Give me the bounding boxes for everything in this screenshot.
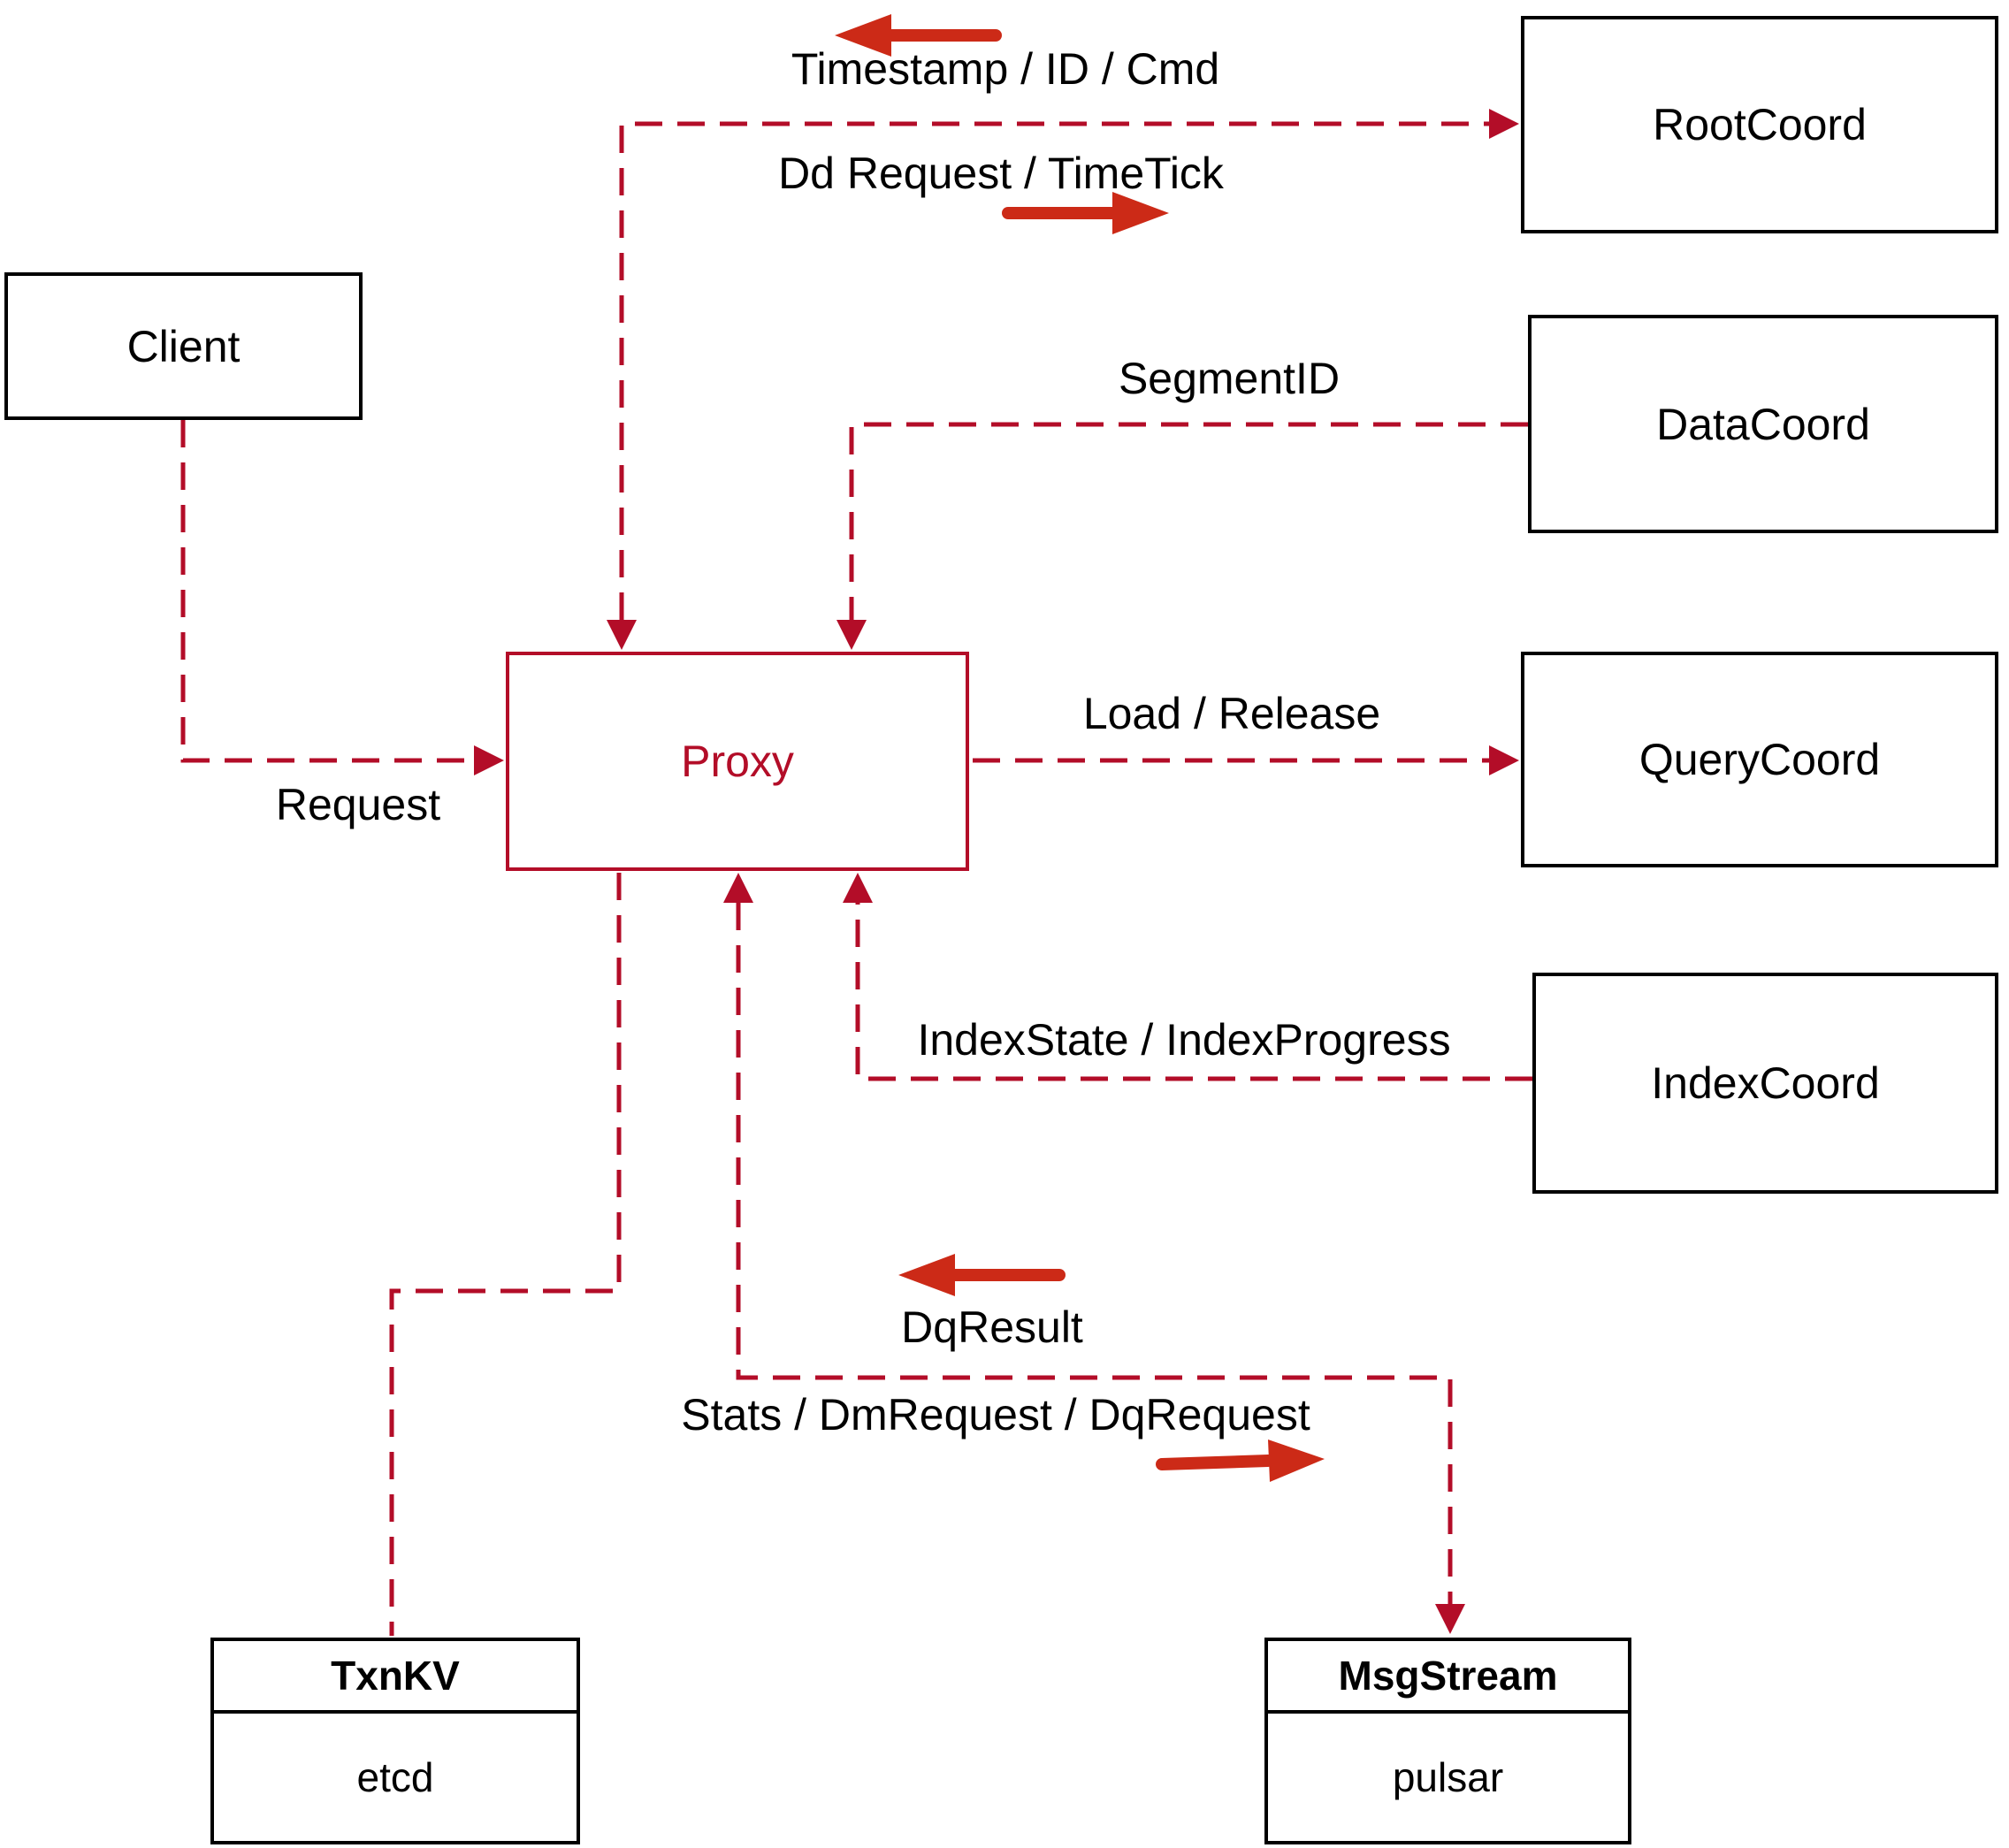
node-msgstream: MsgStream pulsar (1264, 1638, 1631, 1844)
arrow-right-stats-icon (1156, 1439, 1325, 1482)
edge-label-timestamp-id-cmd: Timestamp / ID / Cmd (791, 44, 1220, 94)
node-datacoord-label: DataCoord (1656, 399, 1870, 449)
edge-proxy-msgstream (723, 873, 1465, 1634)
node-proxy-label: Proxy (681, 737, 794, 786)
node-indexcoord-label: IndexCoord (1651, 1058, 1880, 1108)
node-querycoord: QueryCoord (1521, 652, 1998, 867)
edge-proxy-querycoord (973, 745, 1519, 775)
edge-label-dd-request-timetick: Dd Request / TimeTick (778, 149, 1224, 198)
node-msgstream-title: MsgStream (1268, 1641, 1628, 1714)
edge-label-dq-result: DqResult (901, 1302, 1083, 1352)
edge-datacoord-proxy (836, 422, 1528, 650)
node-txnkv-title: TxnKV (214, 1641, 577, 1714)
arrow-left-dqresult-icon (898, 1254, 1066, 1296)
edge-indexcoord-proxy (843, 873, 1532, 1081)
node-proxy: Proxy (506, 652, 969, 871)
node-msgstream-impl: pulsar (1392, 1754, 1504, 1800)
node-client: Client (4, 272, 363, 420)
arrow-right-ddrequest-icon (1002, 192, 1169, 234)
edge-label-load-release: Load / Release (1082, 689, 1381, 738)
arrow-left-timestamp-icon (835, 14, 1002, 57)
node-rootcoord-label: RootCoord (1653, 100, 1867, 149)
node-indexcoord: IndexCoord (1532, 973, 1998, 1194)
node-txnkv-impl: etcd (356, 1754, 434, 1800)
edge-label-stats-dm-dq: Stats / DmRequest / DqRequest (681, 1390, 1310, 1439)
edge-client-proxy (180, 420, 504, 775)
node-datacoord: DataCoord (1528, 315, 1998, 533)
node-client-label: Client (126, 321, 241, 371)
edge-proxy-rootcoord (607, 109, 1519, 650)
node-rootcoord: RootCoord (1521, 16, 1998, 233)
edge-label-request: Request (275, 780, 441, 829)
edge-label-index-state-progress: IndexState / IndexProgress (917, 1015, 1451, 1065)
node-txnkv: TxnKV etcd (210, 1638, 580, 1844)
node-querycoord-label: QueryCoord (1639, 735, 1881, 784)
edge-proxy-txnkv (389, 873, 622, 1636)
edge-label-segment-id: SegmentID (1118, 354, 1341, 403)
